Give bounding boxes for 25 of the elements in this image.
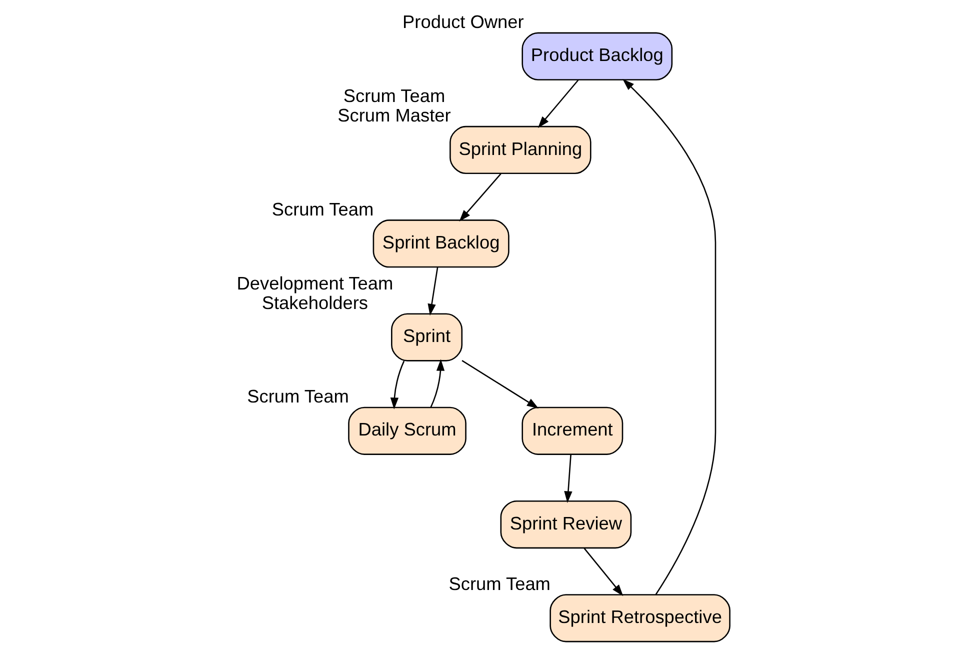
node-box: Sprint Planning	[450, 126, 592, 174]
arrow	[538, 80, 579, 128]
node-label: Scrum Team	[343, 86, 446, 106]
arrow	[390, 360, 405, 410]
arrow	[428, 267, 438, 316]
arrow	[430, 359, 445, 408]
node-label: Development Team	[236, 273, 394, 294]
node-box: Daily Scrum	[348, 406, 466, 455]
node-box: Sprint Review	[500, 500, 632, 549]
node-box: Increment	[522, 406, 624, 455]
node-label: Scrum Master	[338, 106, 451, 126]
node-box: Sprint Backlog	[372, 220, 510, 268]
node-label: Product Owner	[402, 12, 524, 32]
arrow	[462, 360, 539, 408]
arrow	[564, 454, 572, 503]
node-label: Scrum Team	[448, 574, 550, 594]
arrow	[459, 173, 502, 222]
arrow	[584, 548, 624, 596]
node-box: Sprint Retrospective	[550, 594, 730, 642]
node-label: Stakeholders	[262, 292, 368, 313]
node-label: Scrum Team	[272, 199, 374, 220]
node-box: Sprint	[391, 313, 463, 362]
node-label: Scrum Team	[247, 386, 349, 407]
node-box: Product Backlog	[522, 32, 673, 80]
arrow	[622, 78, 716, 596]
